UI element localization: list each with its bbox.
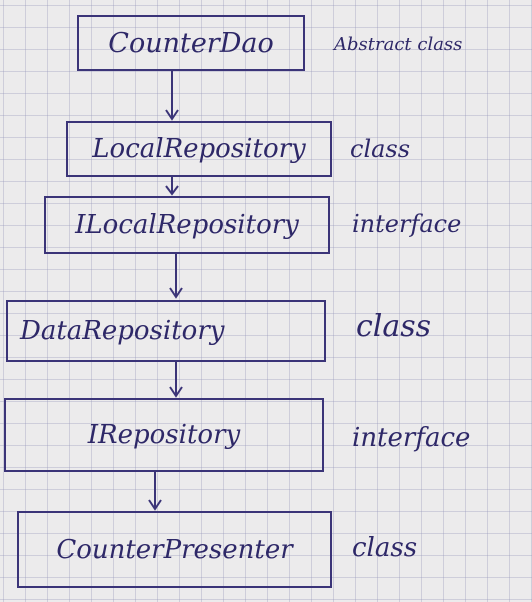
arrow-counterdao-to-localrepository: [165, 70, 179, 121]
tag-datarepository: class: [356, 309, 431, 344]
tag-irepository-text: interface: [352, 423, 471, 453]
tag-counterdao: Abstract class: [334, 34, 462, 55]
arrow-ilocalrepository-to-datarepository: [169, 254, 183, 299]
tag-localrepository-text: class: [350, 135, 411, 163]
node-ilocalrepository: ILocalRepository: [44, 196, 330, 254]
arrow-irepository-to-counterpresenter: [148, 472, 162, 511]
node-counterpresenter-label: CounterPresenter: [56, 534, 293, 565]
node-counterdao: CounterDao: [77, 15, 305, 71]
node-irepository-label: IRepository: [87, 420, 241, 450]
node-irepository: IRepository: [4, 398, 324, 472]
node-counterdao-label: CounterDao: [108, 27, 274, 59]
node-localrepository-label: LocalRepository: [92, 134, 306, 164]
tag-counterpresenter: class: [352, 533, 417, 563]
node-datarepository-label: DataRepository: [20, 316, 225, 346]
tag-localrepository: class: [350, 135, 410, 163]
node-ilocalrepository-label: ILocalRepository: [75, 210, 299, 240]
node-counterpresenter: CounterPresenter: [17, 511, 332, 588]
tag-datarepository-text: class: [356, 309, 432, 344]
tag-counterdao-text: Abstract class: [334, 34, 463, 55]
node-datarepository: DataRepository: [6, 300, 326, 362]
tag-counterpresenter-text: class: [352, 533, 418, 563]
tag-irepository: interface: [352, 423, 470, 453]
node-localrepository: LocalRepository: [66, 121, 332, 177]
arrow-localrepository-to-ilocalrepository: [165, 176, 179, 196]
arrow-datarepository-to-irepository: [169, 362, 183, 398]
tag-ilocalrepository-text: interface: [352, 210, 462, 238]
tag-ilocalrepository: interface: [352, 210, 461, 238]
